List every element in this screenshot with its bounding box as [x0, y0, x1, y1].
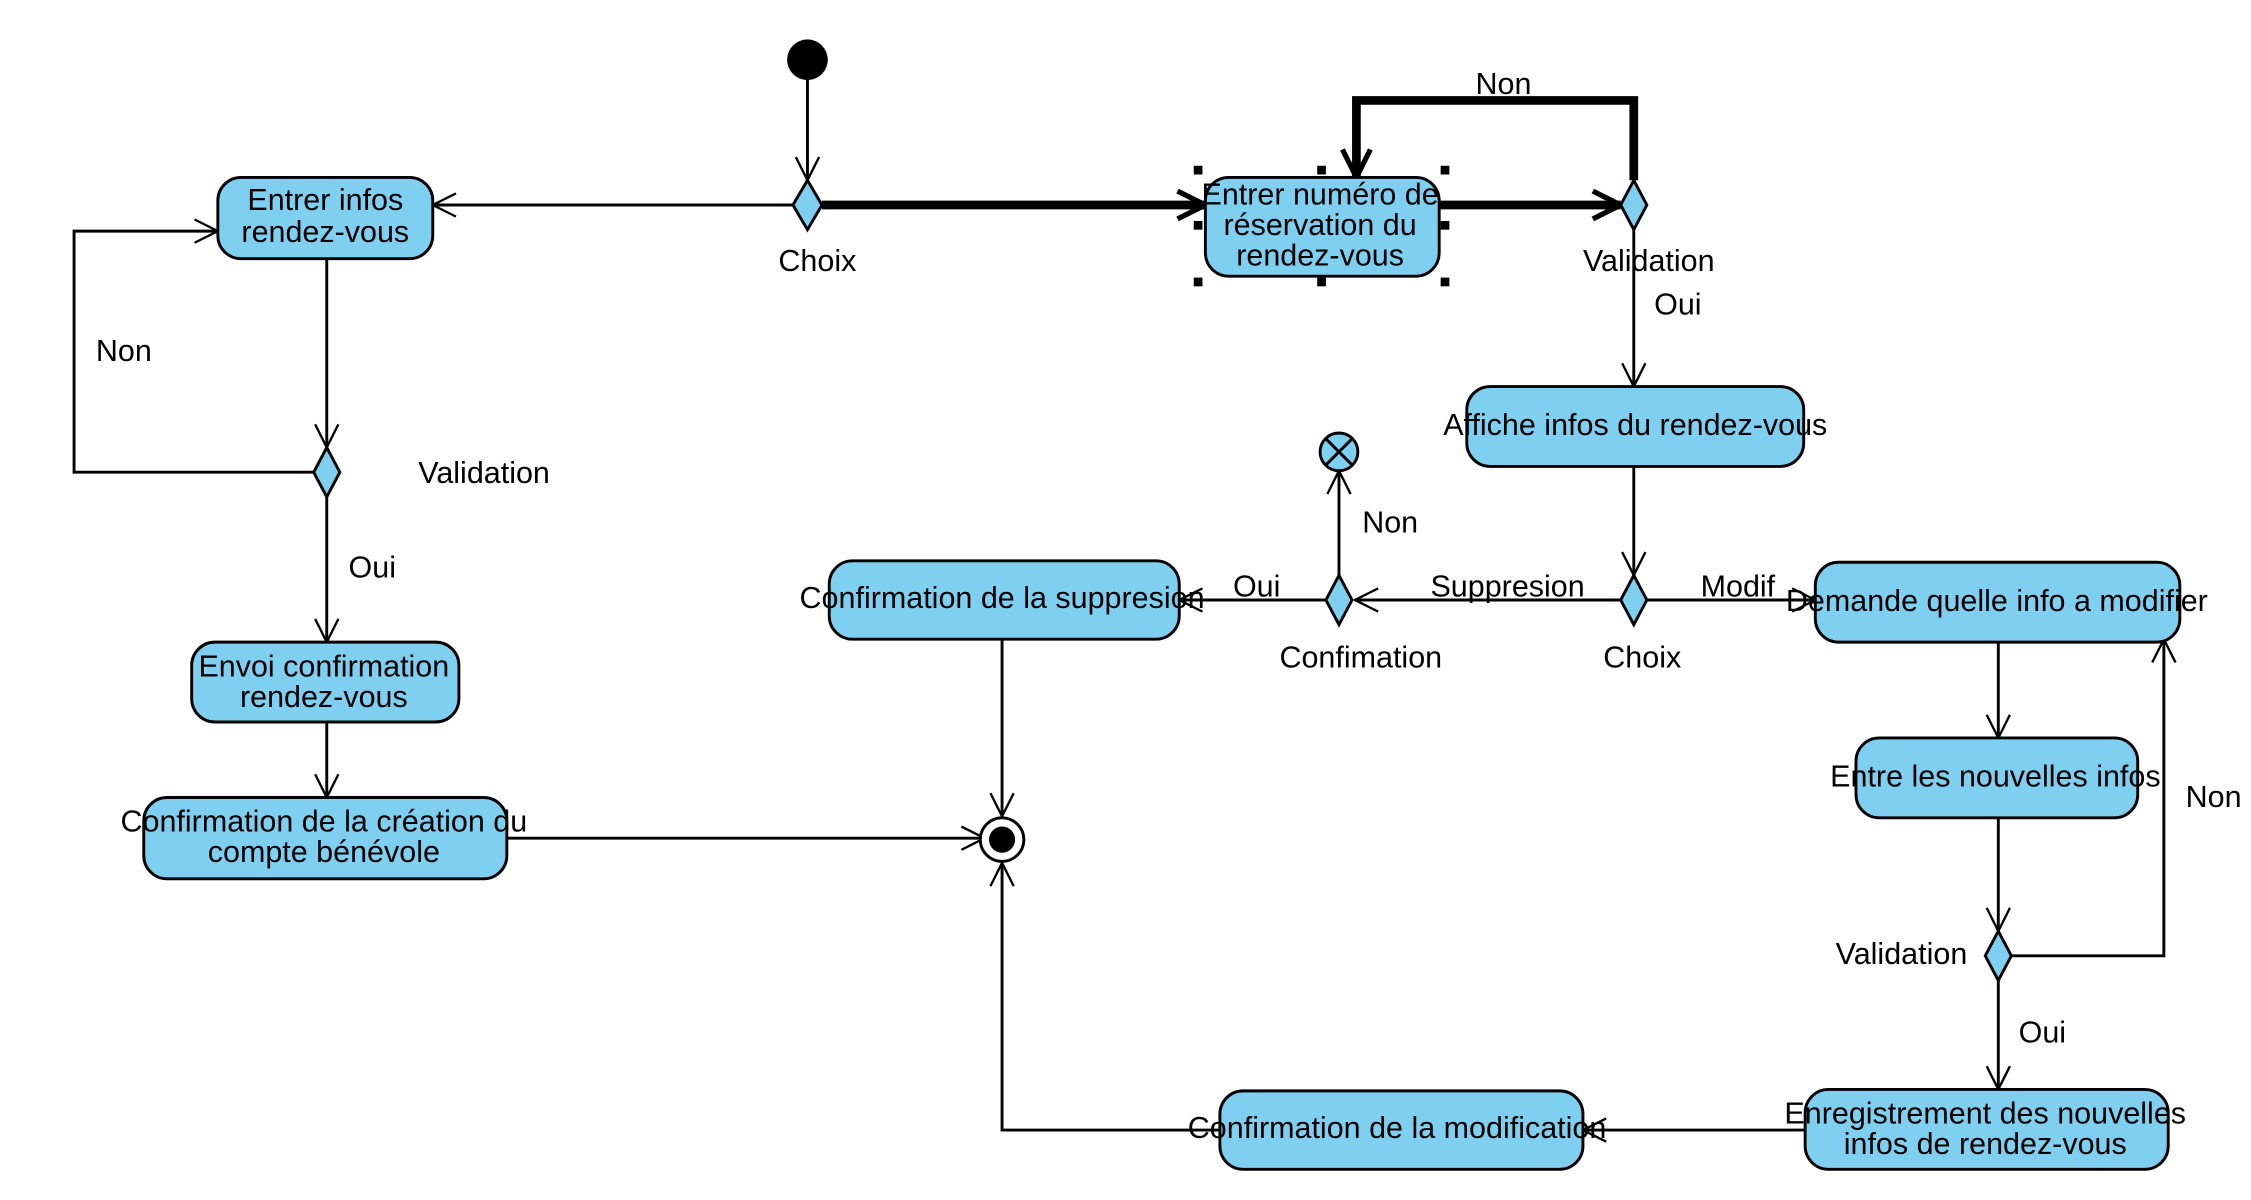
label-suppresion: Suppresion	[1430, 569, 1584, 603]
activity-confirmation-creation-line-2: compte bénévole	[208, 835, 440, 869]
label-oui-suppr: Oui	[1233, 569, 1280, 603]
decision-choix-top	[791, 177, 824, 233]
decision-validation-left	[312, 444, 342, 500]
activity-demande-info[interactable]: Demande quelle info a modifier	[1786, 560, 2208, 644]
edges	[72, 78, 2177, 1143]
activity-confirmation-modification[interactable]: Confirmation de la modification	[1188, 1089, 1607, 1171]
label-oui-top: Oui	[1654, 288, 1701, 322]
decision-confimation	[1324, 572, 1354, 628]
activity-entrer-infos-line-2: rendez-vous	[241, 215, 409, 249]
label-validation-left: Validation	[418, 456, 550, 490]
edge-validation-non-loop-top	[1356, 96, 1639, 180]
edge-validation-non-right	[2011, 636, 2177, 958]
activity-entrer-numero-line-1: Entrer numéro de	[1201, 177, 1438, 211]
activity-envoi-confirmation-line-2: rendez-vous	[240, 680, 408, 714]
flow-final-node	[1318, 431, 1360, 473]
selection-handles	[1193, 165, 1450, 287]
final-node	[978, 816, 1026, 863]
label-choix-top: Choix	[778, 244, 856, 278]
label-non-right: Non	[2186, 780, 2242, 814]
label-validation-right: Validation	[1836, 937, 1968, 971]
label-oui-right: Oui	[2019, 1015, 2066, 1049]
edge-validation-non-loop	[72, 218, 314, 474]
decision-validation-right	[1983, 928, 2014, 984]
label-choix-mid: Choix	[1603, 641, 1681, 675]
activity-entrer-numero-line-2: réservation du	[1224, 208, 1417, 242]
activity-envoi-confirmation-line-1: Envoi confirmation	[198, 649, 449, 683]
label-non-flow-final: Non	[1362, 506, 1418, 540]
activity-demande-info-label: Demande quelle info a modifier	[1786, 584, 2208, 618]
decision-choix-mid	[1619, 572, 1649, 628]
activity-confirmation-suppression-label: Confirmation de la suppresion	[800, 581, 1205, 615]
label-oui-left: Oui	[349, 551, 396, 585]
activity-confirmation-suppression[interactable]: Confirmation de la suppresion	[800, 559, 1205, 641]
activity-entrer-infos[interactable]: Entrer infos rendez-vous	[216, 175, 435, 261]
activity-entre-nouvelles-label: Entre les nouvelles infos	[1830, 760, 2160, 794]
activity-entrer-infos-line-1: Entrer infos	[247, 183, 403, 217]
activity-enregistrement[interactable]: Enregistrement des nouvelles infos de re…	[1784, 1087, 2186, 1171]
activity-entrer-numero-line-3: rendez-vous	[1236, 238, 1404, 272]
activity-enregistrement-line-1: Enregistrement des nouvelles	[1784, 1097, 2186, 1131]
label-confimation: Confimation	[1279, 641, 1442, 675]
label-non-top: Non	[1475, 67, 1531, 101]
activity-enregistrement-line-2: infos de rendez-vous	[1844, 1127, 2127, 1161]
activity-confirmation-modification-label: Confirmation de la modification	[1188, 1111, 1607, 1145]
activity-confirmation-creation[interactable]: Confirmation de la création du compte bé…	[121, 796, 528, 881]
label-non-left: Non	[96, 334, 152, 368]
activity-affiche-infos[interactable]: Affiche infos du rendez-vous	[1443, 385, 1827, 468]
label-validation-top: Validation	[1583, 244, 1715, 278]
activity-affiche-infos-label: Affiche infos du rendez-vous	[1443, 408, 1827, 442]
activity-envoi-confirmation[interactable]: Envoi confirmation rendez-vous	[190, 640, 461, 724]
activity-confirmation-creation-line-1: Confirmation de la création du	[121, 805, 528, 839]
initial-node	[787, 39, 828, 81]
edge-modification-final	[989, 860, 1220, 1132]
label-modif: Modif	[1701, 569, 1776, 603]
activity-entre-nouvelles[interactable]: Entre les nouvelles infos	[1830, 736, 2161, 820]
activity-entrer-numero[interactable]: Entrer numéro de réservation du rendez-v…	[1201, 175, 1441, 278]
decision-validation-top	[1619, 177, 1649, 233]
